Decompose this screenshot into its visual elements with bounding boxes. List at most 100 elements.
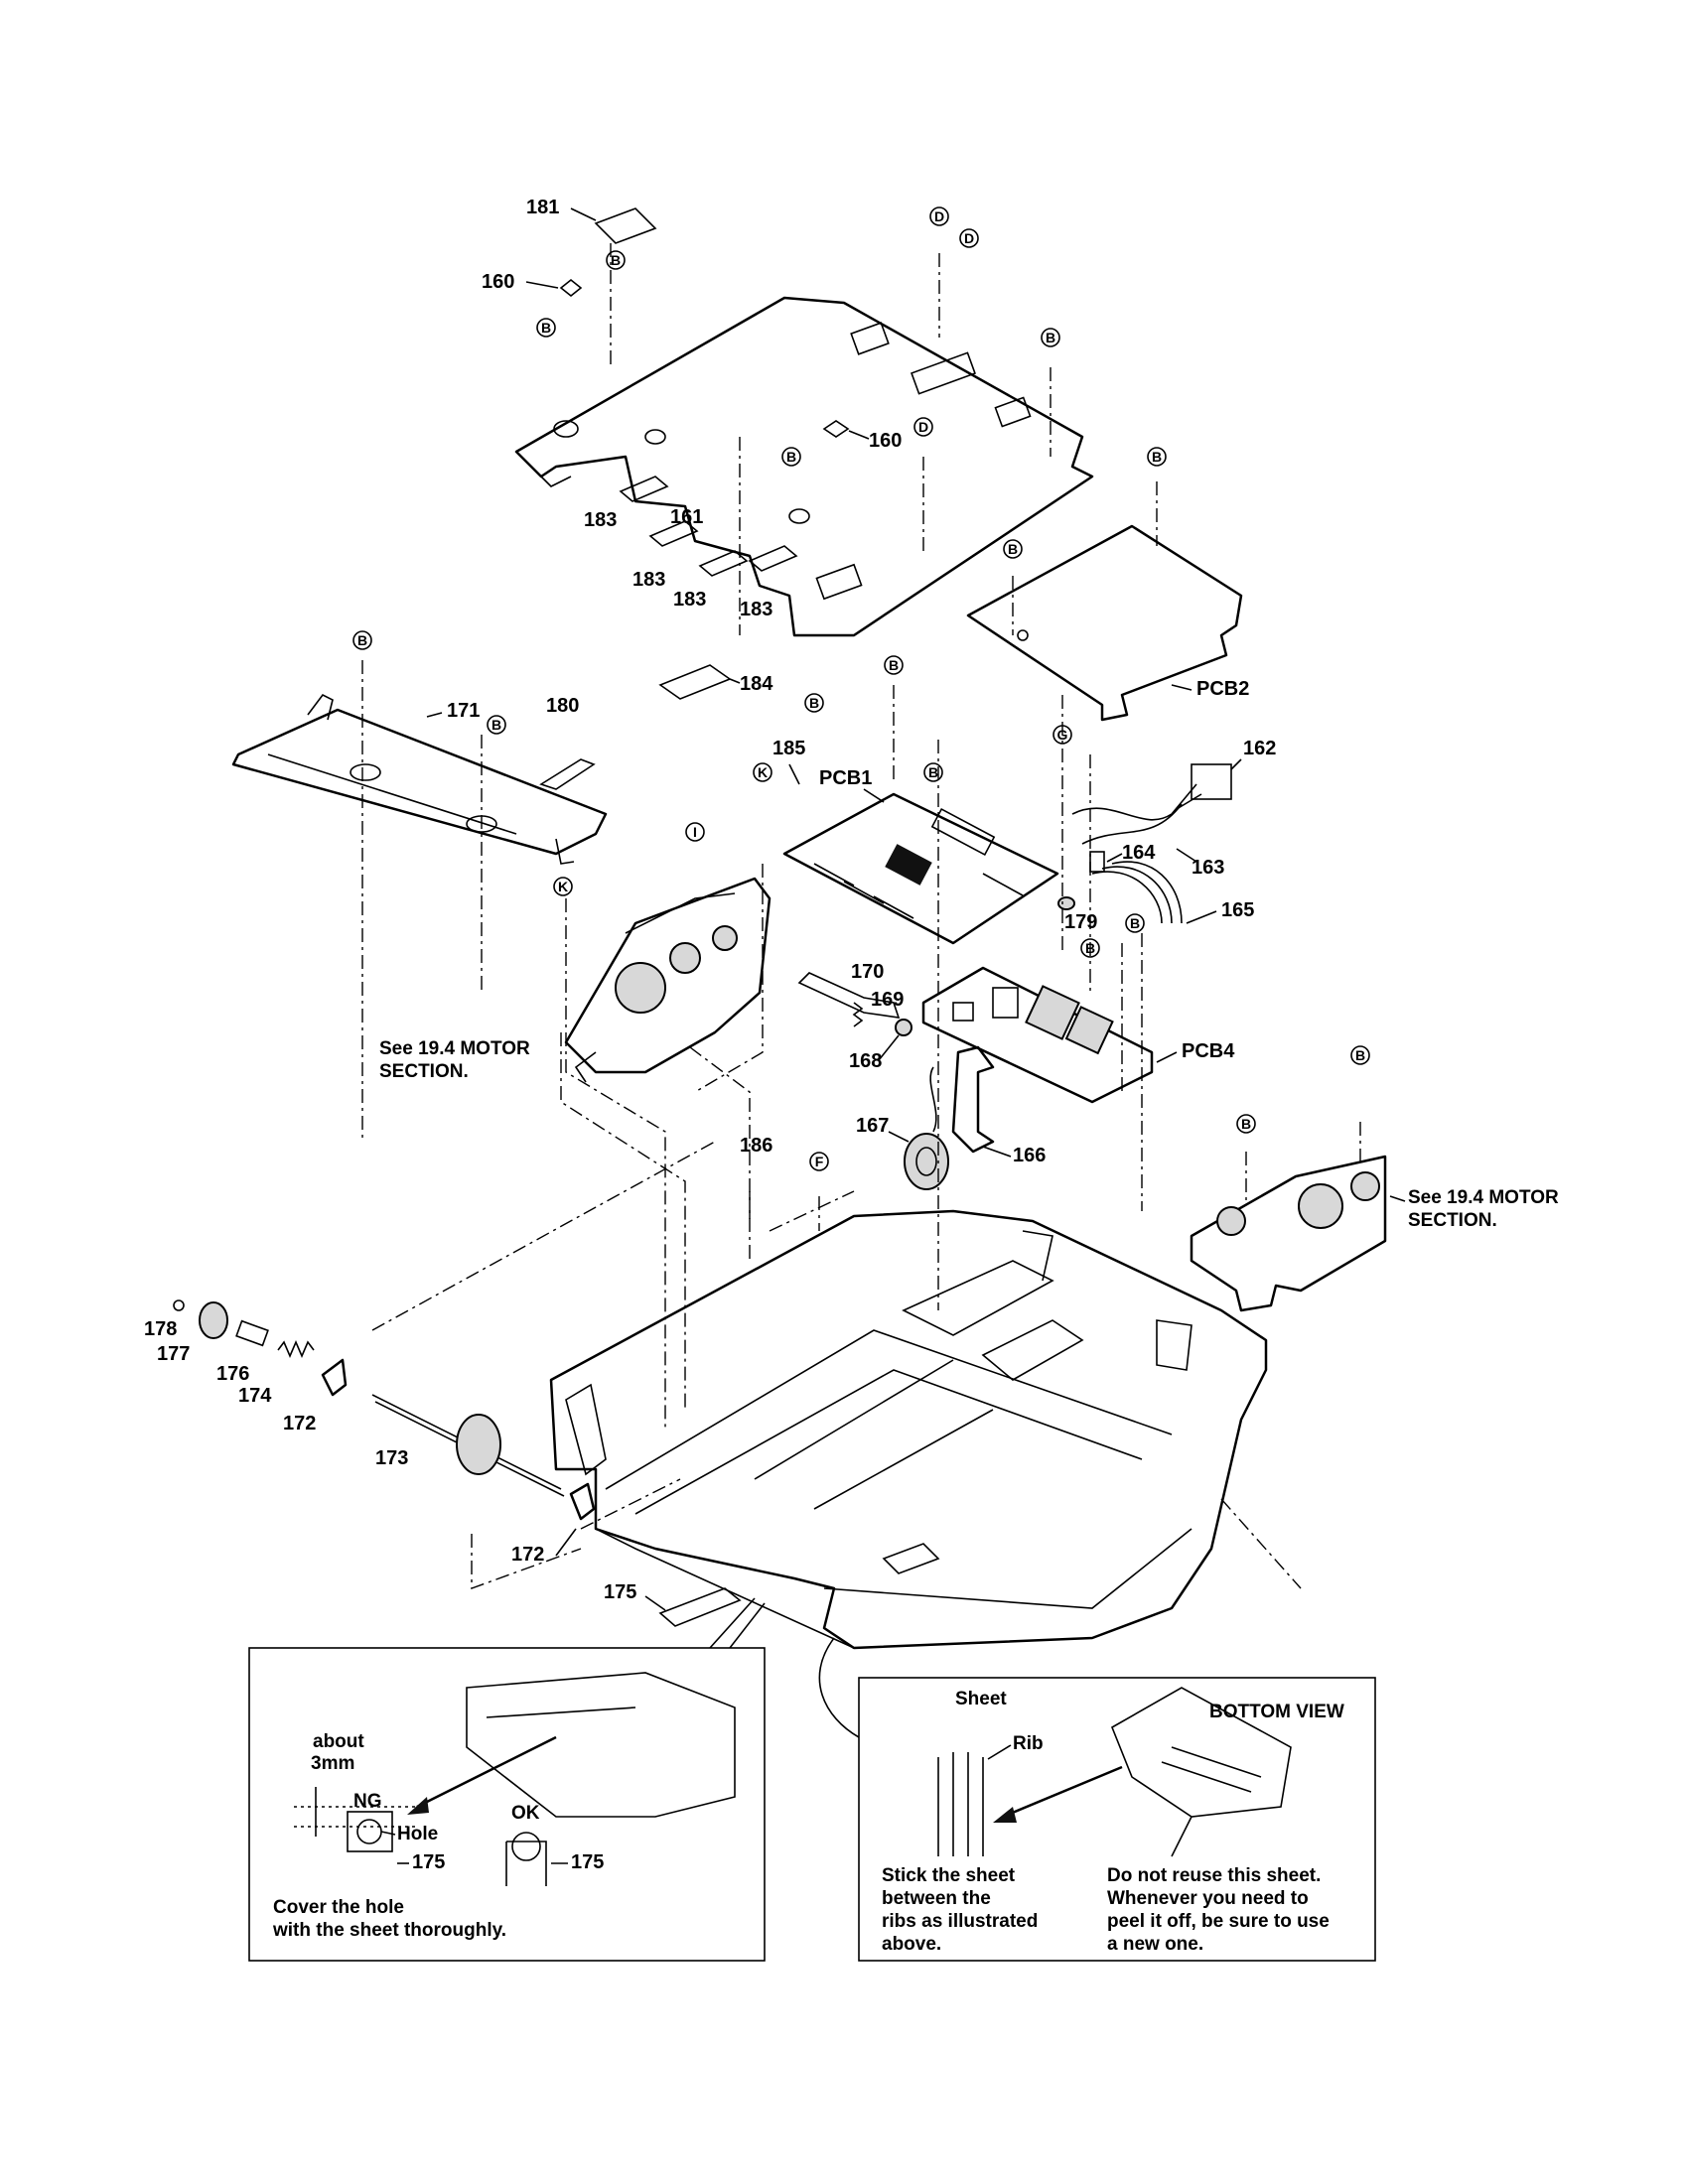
svg-text:B: B: [1008, 541, 1018, 557]
lever-170: [797, 972, 901, 1019]
label-162: 162: [1243, 738, 1276, 759]
label-pcb1: PCB1: [819, 767, 872, 789]
svg-text:D: D: [964, 230, 974, 246]
label-183d: 183: [740, 599, 772, 620]
inset-right-caption-3: peel it off, be sure to use: [1107, 1911, 1330, 1932]
svg-text:B: B: [889, 657, 899, 673]
inset-3mm-label: 3mm: [311, 1753, 354, 1774]
label-170: 170: [851, 961, 884, 983]
svg-text:F: F: [815, 1154, 824, 1169]
pad-160a: [559, 278, 583, 298]
svg-text:B: B: [786, 449, 796, 465]
label-183a: 183: [584, 509, 617, 531]
screw-k-1: K: [753, 762, 772, 782]
screw-d-2: D: [959, 228, 979, 248]
sheet-175: [658, 1587, 742, 1627]
sheet-184: [658, 664, 732, 700]
label-184: 184: [740, 673, 773, 695]
label-171: 171: [447, 700, 480, 722]
motor-assembly-left: [564, 877, 772, 1083]
screw-b-5: B: [1147, 447, 1167, 467]
svg-text:D: D: [918, 419, 928, 435]
screw-b-4: B: [781, 447, 801, 467]
label-175: 175: [604, 1581, 636, 1603]
screw-b-10: B: [804, 693, 824, 713]
assembly-guide-lines: [361, 243, 1361, 1589]
label-169: 169: [871, 989, 904, 1011]
label-183b: 183: [632, 569, 665, 591]
label-pcb2: PCB2: [1196, 678, 1249, 700]
inset-right-caption-2: Whenever you need to: [1107, 1888, 1309, 1909]
label-166: 166: [1013, 1145, 1046, 1166]
screw-b-6: B: [1003, 539, 1023, 559]
label-167: 167: [856, 1115, 889, 1137]
inset-175b-label: 175: [571, 1851, 604, 1873]
inset-rib-label: Rib: [1013, 1733, 1044, 1754]
label-180: 180: [546, 695, 579, 717]
inset-hole-label: Hole: [397, 1824, 438, 1844]
svg-text:B: B: [1085, 940, 1095, 956]
inset-right-caption-4: a new one.: [1107, 1934, 1203, 1955]
inset-left-caption-2: between the: [882, 1888, 991, 1909]
label-160b: 160: [869, 430, 902, 452]
inset-about-label: about: [313, 1731, 364, 1752]
pcb1-board: [782, 792, 1059, 945]
screw-b-14: B: [1350, 1045, 1370, 1065]
screw-b-2: B: [536, 318, 556, 338]
shaft-assembly: [173, 1299, 596, 1521]
inset-bottom-view-label: BOTTOM VIEW: [1209, 1702, 1344, 1722]
svg-text:B: B: [809, 695, 819, 711]
svg-text:D: D: [934, 208, 944, 224]
label-174: 174: [238, 1385, 272, 1407]
svg-text:B: B: [1130, 915, 1140, 931]
screw-b-9: B: [884, 655, 904, 675]
screw-b-13: B: [1080, 938, 1100, 958]
label-186: 186: [740, 1135, 772, 1157]
label-178: 178: [144, 1318, 177, 1340]
motor-section-note-left-1: See 19.4 MOTOR: [379, 1038, 530, 1059]
motor-section-note-right-2: SECTION.: [1408, 1210, 1497, 1231]
inset-ng-label: NG: [353, 1791, 382, 1812]
screw-b-8: B: [487, 715, 506, 735]
inset-left-caption-4: above.: [882, 1934, 941, 1955]
sensor-167: [904, 1066, 949, 1190]
label-173: 173: [375, 1447, 408, 1469]
svg-text:B: B: [611, 252, 621, 268]
sheet-180: [539, 758, 596, 790]
svg-text:B: B: [1355, 1047, 1365, 1063]
top-cover-plate: [514, 296, 1094, 637]
part-labels: 181 160 160 161 183 183 183 183 184 171 …: [144, 197, 1276, 1611]
svg-text:B: B: [541, 320, 551, 336]
svg-text:I: I: [693, 824, 697, 840]
pcb2-board: [966, 524, 1243, 722]
label-172b: 172: [511, 1544, 544, 1566]
screw-b-1: B: [606, 250, 626, 270]
label-163: 163: [1192, 857, 1224, 879]
svg-text:B: B: [357, 632, 367, 648]
screw-markers: D D B B B D B B B B B B B G K B I K B B …: [352, 206, 1370, 1171]
connector-164: [1089, 851, 1105, 873]
label-185: 185: [772, 738, 805, 759]
label-177: 177: [157, 1343, 190, 1365]
pad-160b: [822, 420, 850, 438]
screw-f: F: [809, 1152, 829, 1171]
inset-175a-label: 175: [412, 1851, 445, 1873]
motor-section-note-left-2: SECTION.: [379, 1061, 469, 1082]
harness-162-163: [1071, 763, 1232, 845]
label-165: 165: [1221, 899, 1254, 921]
screw-d-3: D: [913, 417, 933, 437]
inset-left-detail: about 3mm NG Hole 175 OK 175 Cover the h…: [248, 1597, 766, 1962]
label-183c: 183: [673, 589, 706, 611]
motor-assembly-right: [1190, 1155, 1387, 1312]
bracket-166: [951, 1045, 995, 1154]
screw-d-1: D: [929, 206, 949, 226]
sheets-183: [619, 476, 798, 577]
svg-text:K: K: [758, 764, 768, 780]
spring-169: [852, 1002, 864, 1027]
svg-text:G: G: [1057, 727, 1068, 743]
screw-b-3: B: [1041, 328, 1060, 347]
washer-179: [1057, 896, 1075, 910]
label-176: 176: [216, 1363, 249, 1385]
screw-b-12: B: [1125, 913, 1145, 933]
